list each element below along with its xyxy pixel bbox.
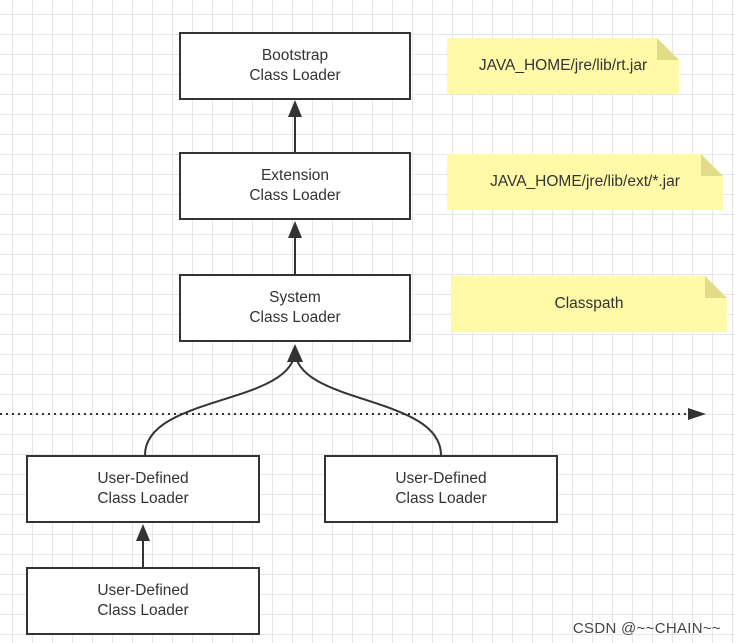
extension-class-loader-label: Extension Class Loader <box>249 167 341 204</box>
user-defined-class-loader-right-label: User-Defined Class Loader <box>395 470 487 507</box>
system-class-loader-box: System Class Loader <box>179 274 411 342</box>
arrow-user-left-to-system <box>144 349 296 456</box>
user-defined-class-loader-left-box: User-Defined Class Loader <box>26 455 260 523</box>
arrowhead-bootstrap <box>288 100 302 117</box>
bootstrap-class-loader-label: Bootstrap Class Loader <box>249 47 341 84</box>
user-defined-class-loader-right-box: User-Defined Class Loader <box>324 455 558 523</box>
bootstrap-path-text: JAVA_HOME/jre/lib/rt.jar <box>478 57 648 74</box>
classpath-text: Classpath <box>554 295 624 312</box>
user-defined-class-loader-bottom-box: User-Defined Class Loader <box>26 567 260 635</box>
user-defined-class-loader-left-label: User-Defined Class Loader <box>97 470 189 507</box>
bootstrap-path-note: JAVA_HOME/jre/lib/rt.jar <box>447 38 679 94</box>
boundary-arrowhead <box>688 408 706 420</box>
extension-path-note: JAVA_HOME/jre/lib/ext/*.jar <box>447 154 723 210</box>
csdn-watermark: CSDN @~~CHAIN~~ <box>572 620 721 637</box>
arrow-user-right-to-system <box>294 349 442 456</box>
bootstrap-class-loader-box: Bootstrap Class Loader <box>179 32 411 100</box>
user-defined-class-loader-bottom-label: User-Defined Class Loader <box>97 582 189 619</box>
arrowhead-extension <box>288 221 302 238</box>
classpath-note: Classpath <box>451 276 727 332</box>
arrowhead-user-left <box>136 524 150 541</box>
system-class-loader-label: System Class Loader <box>249 289 341 326</box>
arrowhead-system <box>287 344 303 362</box>
extension-class-loader-box: Extension Class Loader <box>179 152 411 220</box>
extension-path-text: JAVA_HOME/jre/lib/ext/*.jar <box>490 173 680 190</box>
